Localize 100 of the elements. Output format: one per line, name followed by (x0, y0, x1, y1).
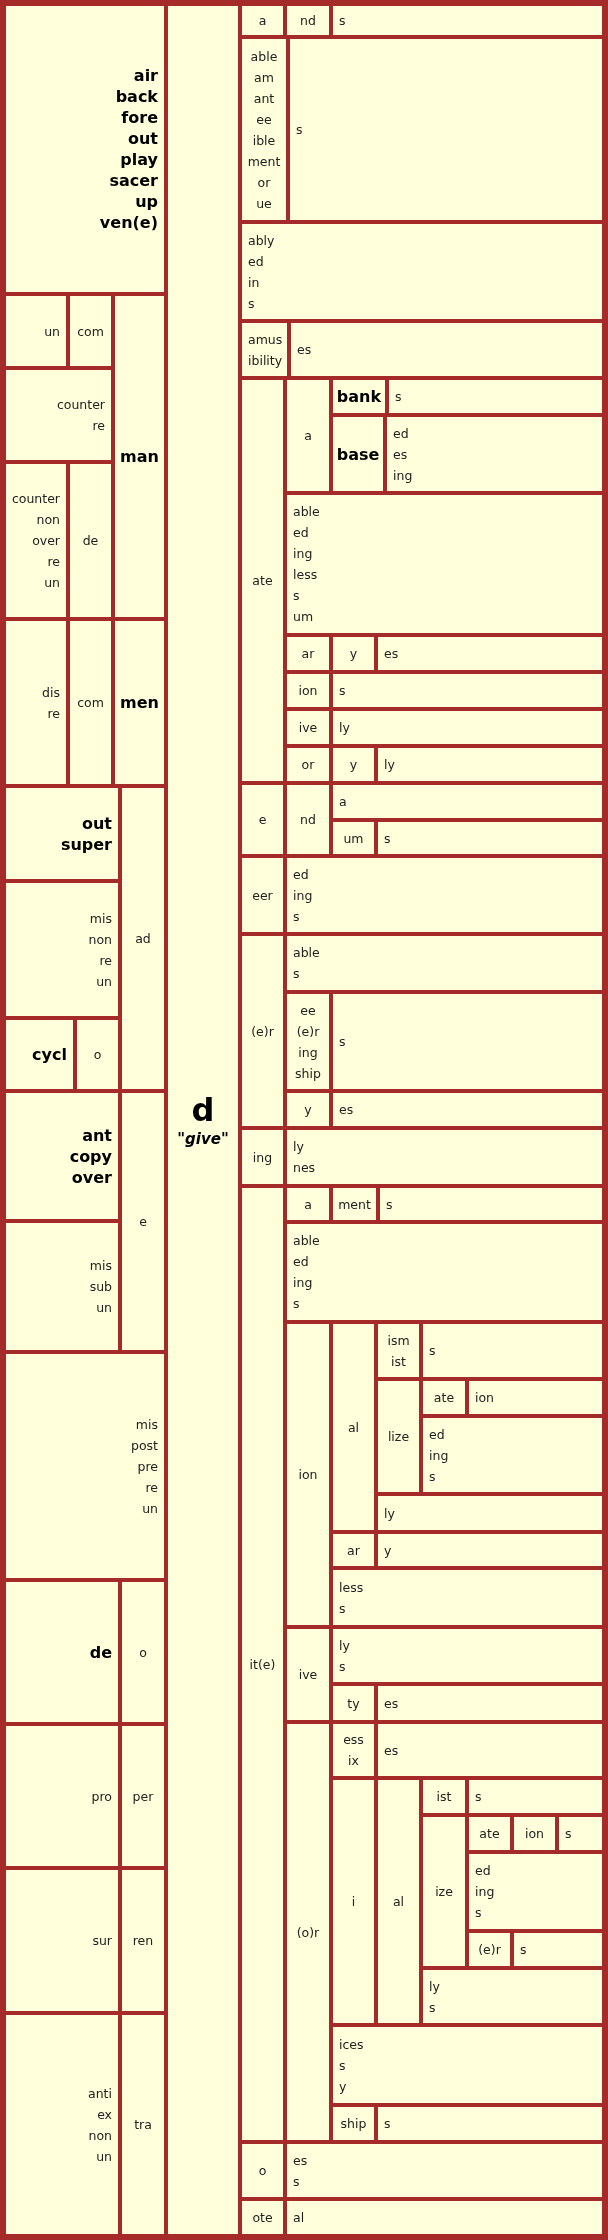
morpheme-cell (333, 2107, 374, 2140)
word-part: super (60, 833, 112, 855)
affix-text: es (384, 645, 399, 663)
morpheme-cell (115, 621, 164, 784)
affix-text: ar (301, 645, 315, 663)
affix-text: al (347, 1418, 360, 1437)
affix-text: re (47, 704, 60, 723)
affix-text: sub (89, 1278, 112, 1296)
affix-text: a (304, 427, 312, 445)
word-part: copy (69, 1145, 112, 1167)
morpheme-cell (287, 711, 329, 744)
word-part: out (81, 812, 112, 834)
morpheme-cell (559, 1817, 602, 1850)
affix-text: ed (475, 1862, 491, 1880)
affix-text: s (339, 682, 346, 700)
morpheme-cell (287, 1093, 329, 1126)
affix-text: amus (248, 330, 283, 349)
affix-text: e (258, 811, 267, 829)
affix-text: y (339, 2077, 347, 2096)
morpheme-cell (287, 858, 602, 932)
affix-text: able (250, 47, 278, 66)
morpheme-cell (287, 1629, 329, 1720)
affix-text: ize (435, 1883, 453, 1901)
morpheme-cell (469, 1933, 510, 1966)
affix-text: un (44, 322, 60, 341)
affix-text: ed (248, 252, 264, 271)
morpheme-cell (333, 1724, 374, 1776)
morpheme-cell (378, 2107, 602, 2140)
morpheme-cell (242, 936, 283, 1126)
morpheme-cell (333, 1780, 374, 2023)
morpheme-cell (242, 224, 602, 319)
morpheme-cell (287, 495, 602, 633)
morpheme-cell (378, 637, 602, 670)
morpheme-cell (333, 6, 602, 35)
affix-text: ed (393, 424, 409, 443)
morpheme-cell (242, 785, 283, 854)
affix-text: non (36, 511, 60, 529)
affix-text: pro (91, 1787, 112, 1806)
affix-text: ship (295, 1064, 321, 1083)
affix-text: ing (252, 1148, 273, 1167)
affix-text: ate (252, 572, 273, 590)
affix-text: dis (42, 683, 60, 702)
morpheme-cell (378, 748, 602, 781)
affix-text: ed (293, 1253, 309, 1271)
affix-text: re (145, 1478, 158, 1497)
affix-text: counter (56, 396, 105, 414)
morpheme-cell (6, 370, 111, 460)
affix-text: al (293, 2209, 305, 2227)
morpheme-cell (122, 1870, 164, 2011)
affix-text: in (248, 273, 260, 292)
affix-text: (e)r (296, 1022, 320, 1041)
affix-text: it(e) (249, 1655, 276, 1674)
affix-text: ing (293, 545, 313, 563)
affix-text: um (343, 829, 364, 848)
affix-text: s (565, 1825, 572, 1843)
affix-text: es (384, 1741, 399, 1760)
word-part: man (120, 446, 159, 467)
affix-text: (o)r (296, 1923, 320, 1942)
affix-text: s (429, 1467, 436, 1486)
affix-text: y (349, 756, 358, 774)
morpheme-cell (287, 748, 329, 781)
morpheme-cell (6, 296, 66, 366)
morpheme-cell (514, 1817, 555, 1850)
affix-text: ly (429, 1977, 440, 1996)
morpheme-cell (423, 1381, 465, 1414)
morpheme-cell (423, 1324, 602, 1377)
morpheme-cell (423, 1817, 465, 1966)
affix-text: s (293, 907, 300, 926)
morpheme-cell (122, 1093, 164, 1350)
word-part: bank (336, 386, 382, 407)
affix-text: ible (252, 131, 276, 150)
word-part: out (127, 128, 158, 149)
affix-text: post (131, 1436, 158, 1455)
affix-text: un (96, 2147, 112, 2166)
morpheme-cell (287, 936, 602, 990)
affix-text: y (304, 1101, 312, 1119)
affix-text: ty (347, 1694, 360, 1713)
affix-text: s (339, 1657, 346, 1676)
morpheme-cell (287, 380, 329, 491)
affix-text: per (132, 1787, 154, 1806)
morpheme-cell (6, 1870, 118, 2011)
affix-text: tra (134, 2116, 152, 2134)
affix-text: s (339, 1599, 346, 1618)
morpheme-cell (333, 1570, 602, 1625)
morpheme-cell (333, 674, 602, 707)
affix-text: un (44, 574, 60, 592)
morpheme-cell (70, 464, 111, 617)
affix-text: eer (252, 886, 273, 905)
affix-text: a (258, 12, 267, 30)
affix-text: mis (89, 909, 112, 928)
morpheme-cell (423, 1780, 465, 1813)
morpheme-cell (242, 380, 283, 781)
affix-text: (e)r (251, 1022, 274, 1041)
morpheme-cell (333, 1093, 602, 1126)
affix-text: ist (436, 1788, 452, 1806)
morpheme-cell (287, 637, 329, 670)
morpheme-cell (333, 1188, 376, 1220)
root-letter: d (191, 1090, 215, 1129)
morpheme-cell (333, 1534, 374, 1566)
affix-text: s (384, 2115, 391, 2133)
